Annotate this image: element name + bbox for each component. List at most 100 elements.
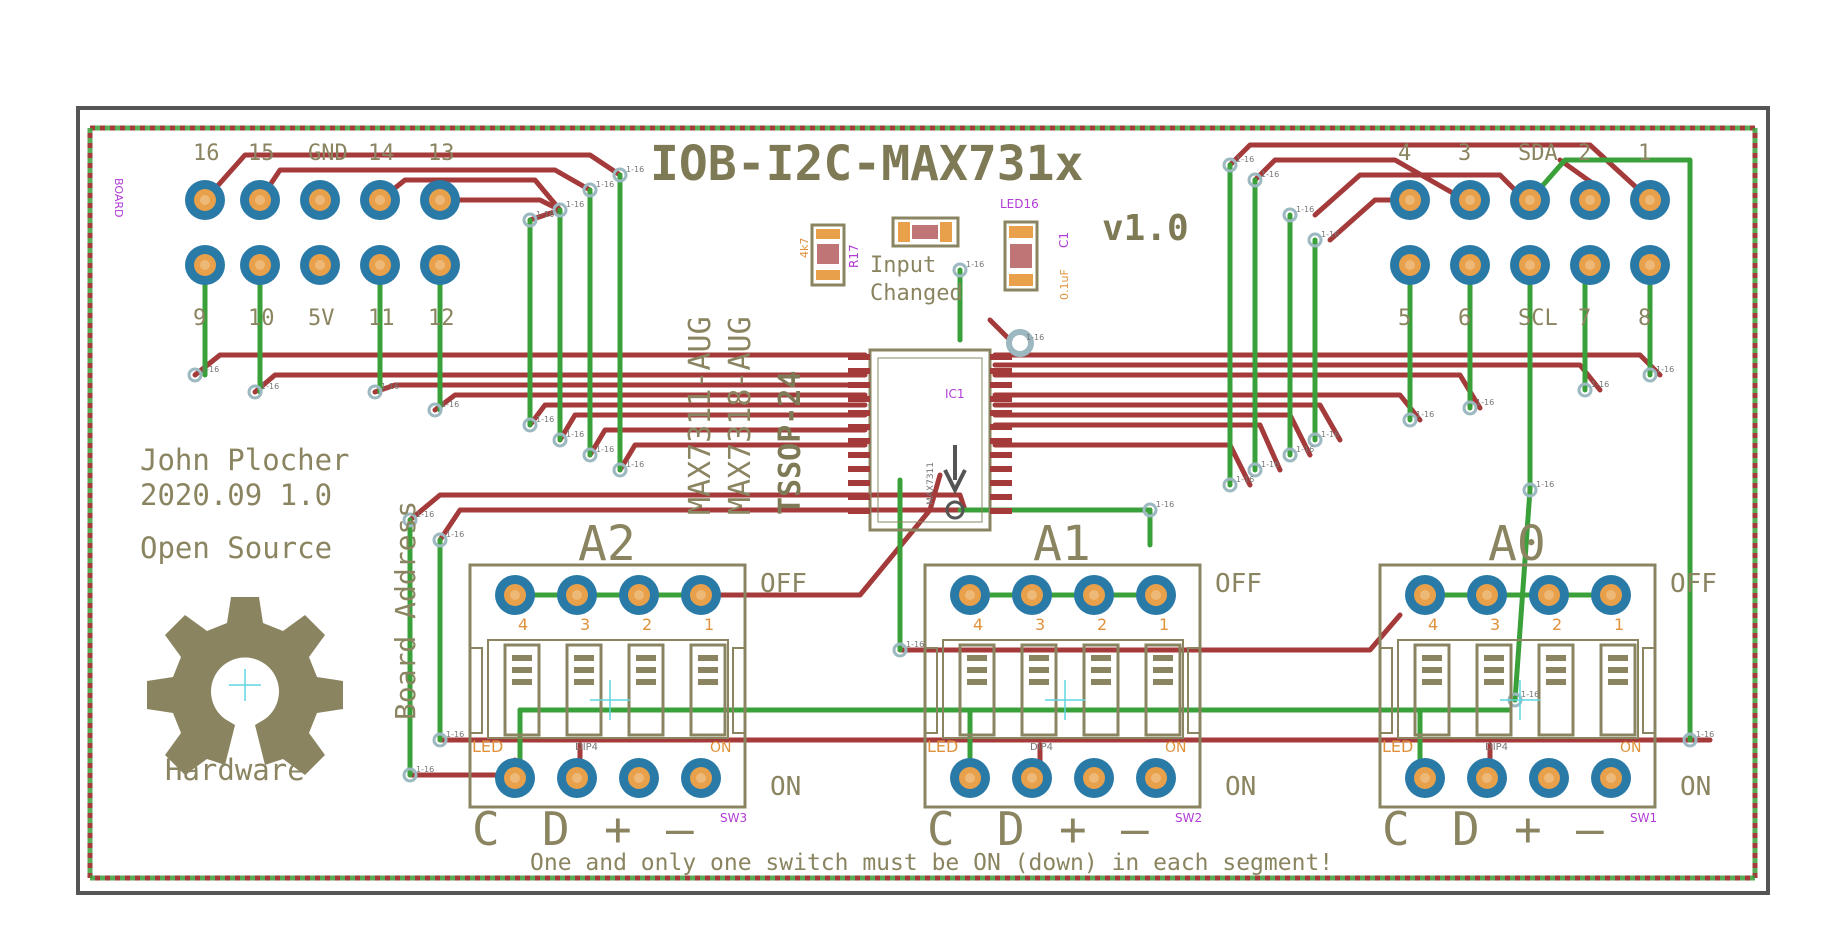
header-left-top-label: 13 [428,141,455,166]
via-label: 1-16 [566,200,584,209]
resistor-r17 [810,223,846,287]
dip-position-number: 3 [580,615,590,634]
ic-package-label: TSSOP-24 [773,371,808,516]
dip-bottom-label: – [666,802,694,856]
dip-bottom-label: C [472,802,500,856]
header-pin-layer: 1691510GND5V141113124536SDASCL27181-161-… [185,141,1714,774]
via-label: 1-16 [261,382,279,391]
via-label: 1-16 [1416,410,1434,419]
header-right-bottom-label: SCL [1518,306,1558,331]
resistor-value: 4k7 [798,238,811,258]
dip-position-number: 4 [518,615,528,634]
dip-position-number: 3 [1035,615,1045,634]
header-left-bottom-label: 12 [428,306,455,331]
via-label: 1-16 [416,510,434,519]
dip-on-small-label: ON [1165,740,1187,756]
dip-ref-label: SW3 [720,811,747,825]
dip-position-number: 4 [1428,615,1438,634]
via-label: 1-16 [1296,205,1314,214]
dip-bottom-pad [619,758,659,798]
dip-position-number: 3 [1490,615,1500,634]
dip-position-number: 2 [642,615,652,634]
via-label: 1-16 [1696,730,1714,739]
cap-value: 0.1uF [1058,269,1071,300]
board-date: 2020.09 1.0 [140,478,332,512]
header-left-bottom-label: 5V [308,306,335,331]
via-label: 1-16 [1321,230,1339,239]
dip-segment-title: A1 [1033,516,1091,572]
dip-bottom-pad [557,758,597,798]
dip-position-number: 1 [1614,615,1624,634]
dip-bottom-label: + [1514,802,1542,856]
header-right-pin [1510,180,1550,220]
dip-bottom-pad [1074,758,1114,798]
header-left-pin [300,180,340,220]
dip-bottom-label: D [997,802,1025,856]
via-label: 1-16 [416,765,434,774]
header-left-pin [185,180,225,220]
header-left-pin [420,245,460,285]
license-label: Open Source [140,531,332,565]
via-label: 1-16 [1261,170,1279,179]
dip-position-number: 4 [973,615,983,634]
header-right-pin [1390,180,1430,220]
author-name: John Plocher [140,443,350,477]
via-label: 1-16 [201,365,219,374]
via-label: 1-16 [1536,480,1554,489]
dip-type-label: DIP4 [1030,742,1053,753]
board-keepout-bottom [87,125,1758,881]
via-label: 1-16 [626,165,644,174]
dip-ref-label: SW2 [1175,811,1202,825]
dip-position-number: 1 [704,615,714,634]
header-left-bottom-label: 11 [368,306,395,331]
dip-bottom-pad [1136,758,1176,798]
dip-top-pad [950,575,990,615]
dip-bottom-pad [1405,758,1445,798]
dip-led-label: LED [472,737,503,756]
dip-ref-label: SW1 [1630,811,1657,825]
header-right-pin [1450,245,1490,285]
via-label: 1-16 [1236,475,1254,484]
dip-type-label: DIP4 [1485,742,1508,753]
header-right-top-label: 2 [1578,141,1591,166]
dip-bottom-label: – [1576,802,1604,856]
dip-position-number: 2 [1097,615,1107,634]
dip-led-label: LED [927,737,958,756]
header-right-pin [1630,245,1670,285]
dip-bottom-label: D [1452,802,1480,856]
header-left-top-label: 15 [248,141,275,166]
via-label: 1-16 [1026,333,1044,342]
header-right-pin [1570,245,1610,285]
via-label: 1-16 [596,445,614,454]
dip-led-label: LED [1382,737,1413,756]
header-right-pin [1450,180,1490,220]
via-label: 1-16 [1321,430,1339,439]
via-label: 1-16 [566,430,584,439]
led-label-changed: Changed [870,281,963,306]
dip-bottom-label: D [542,802,570,856]
via-label: 1-16 [381,382,399,391]
via-label: 1-16 [536,210,554,219]
led16-footprint [891,216,960,248]
header-right-bottom-label: 6 [1458,306,1471,331]
ic-part2-label: MAX7318-AUG [723,316,758,515]
header-left-pin [360,245,400,285]
via-label: 1-16 [446,530,464,539]
dip-top-pad [1074,575,1114,615]
header-right-top-label: SDA [1518,141,1558,166]
header-left-pin [360,180,400,220]
via-label: 1-16 [1236,155,1254,164]
dip-top-pad [1529,575,1569,615]
dip-bottom-pad [950,758,990,798]
ic-part1-label: MAX7311-AUG [683,316,718,515]
capacitor-c1 [1003,220,1039,292]
via-label: 1-16 [1156,500,1174,509]
top-copper-traces [192,142,1713,778]
dip-bottom-label: + [604,802,632,856]
board-outline [76,106,1770,895]
via-label: 1-16 [906,640,924,649]
dip-off-label: OFF [1670,569,1717,599]
dip-top-pad [1136,575,1176,615]
